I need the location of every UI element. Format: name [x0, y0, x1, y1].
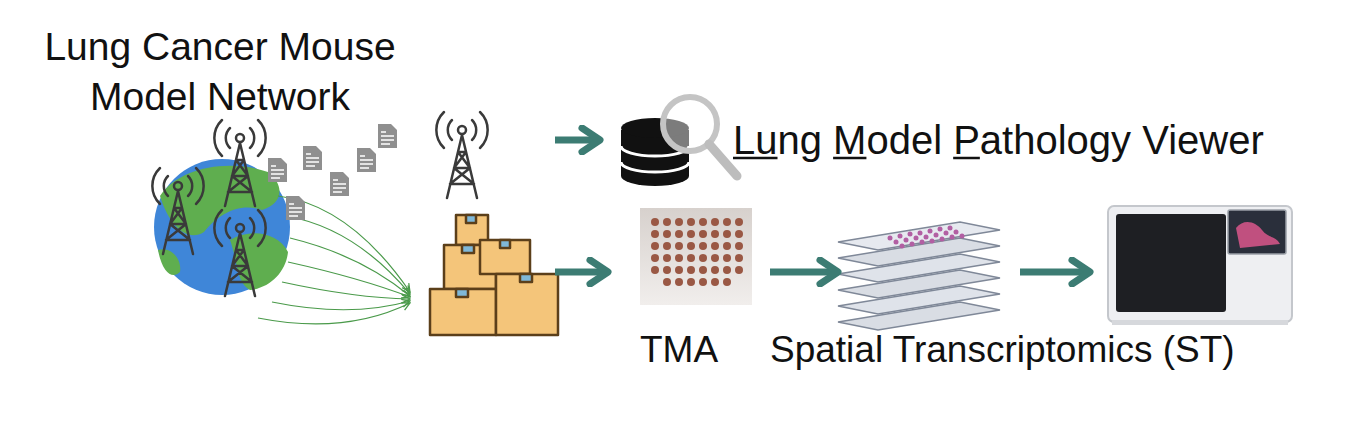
box-tape	[466, 215, 476, 223]
box-tape	[500, 240, 510, 248]
node-label: Lung Cancer Mouse Model Network	[10, 22, 430, 122]
radio-tower	[214, 120, 265, 206]
document-icon	[286, 196, 305, 220]
instrument-base	[1112, 320, 1288, 325]
flow-arrow	[555, 137, 600, 144]
box	[430, 289, 496, 335]
document-icon	[268, 158, 287, 182]
st-node: Spatial Transcriptomics (ST)	[838, 200, 1330, 378]
shipment-line	[282, 282, 410, 299]
radio-tower	[152, 168, 203, 254]
slide	[838, 222, 1000, 250]
tma-cores	[651, 218, 743, 286]
box	[496, 274, 558, 335]
tma-node: TMA	[608, 205, 770, 375]
acronym-underline	[953, 157, 980, 160]
document-icon	[378, 124, 397, 148]
shipment-line	[272, 301, 410, 310]
node-label: Spatial Transcriptomics (ST)	[770, 328, 1235, 372]
instrument-screen	[1228, 210, 1286, 254]
acronym-underline	[733, 157, 778, 160]
st-instrument	[1108, 206, 1292, 325]
node-label: Lung Model Pathology Viewer	[733, 116, 1264, 164]
box	[480, 240, 530, 274]
shipment-line	[288, 262, 410, 297]
document-icon	[330, 172, 349, 196]
slide-spots	[888, 226, 965, 249]
screen-image	[1236, 222, 1280, 248]
magnifier-handle	[709, 144, 737, 176]
box-tape	[520, 274, 532, 282]
tma-paraffin	[640, 208, 752, 305]
box-tape	[456, 289, 468, 297]
slide-stack	[838, 222, 1000, 330]
shipment-line	[278, 196, 410, 292]
flow-arrow	[770, 269, 838, 276]
document-icon	[357, 148, 376, 172]
node-label: TMA	[640, 328, 718, 372]
shipment-lines	[258, 196, 410, 324]
document-icon	[303, 146, 322, 170]
radio-tower	[214, 210, 265, 296]
instrument-panel	[1116, 214, 1226, 312]
box-tape	[462, 245, 474, 253]
continent	[158, 249, 180, 275]
network-group: Lung Cancer Mouse Model Network	[10, 10, 555, 340]
process-arrow	[1020, 269, 1090, 276]
database-icon	[621, 97, 737, 186]
tma-block	[640, 208, 752, 305]
acronym-underline	[833, 157, 866, 160]
radio-tower	[436, 112, 487, 198]
shipment-line	[258, 303, 410, 324]
flow-arrow	[555, 269, 608, 276]
box-stack	[430, 215, 558, 335]
instrument-body	[1108, 206, 1292, 322]
viewer-node: Lung Model Pathology Viewer	[600, 90, 1330, 190]
